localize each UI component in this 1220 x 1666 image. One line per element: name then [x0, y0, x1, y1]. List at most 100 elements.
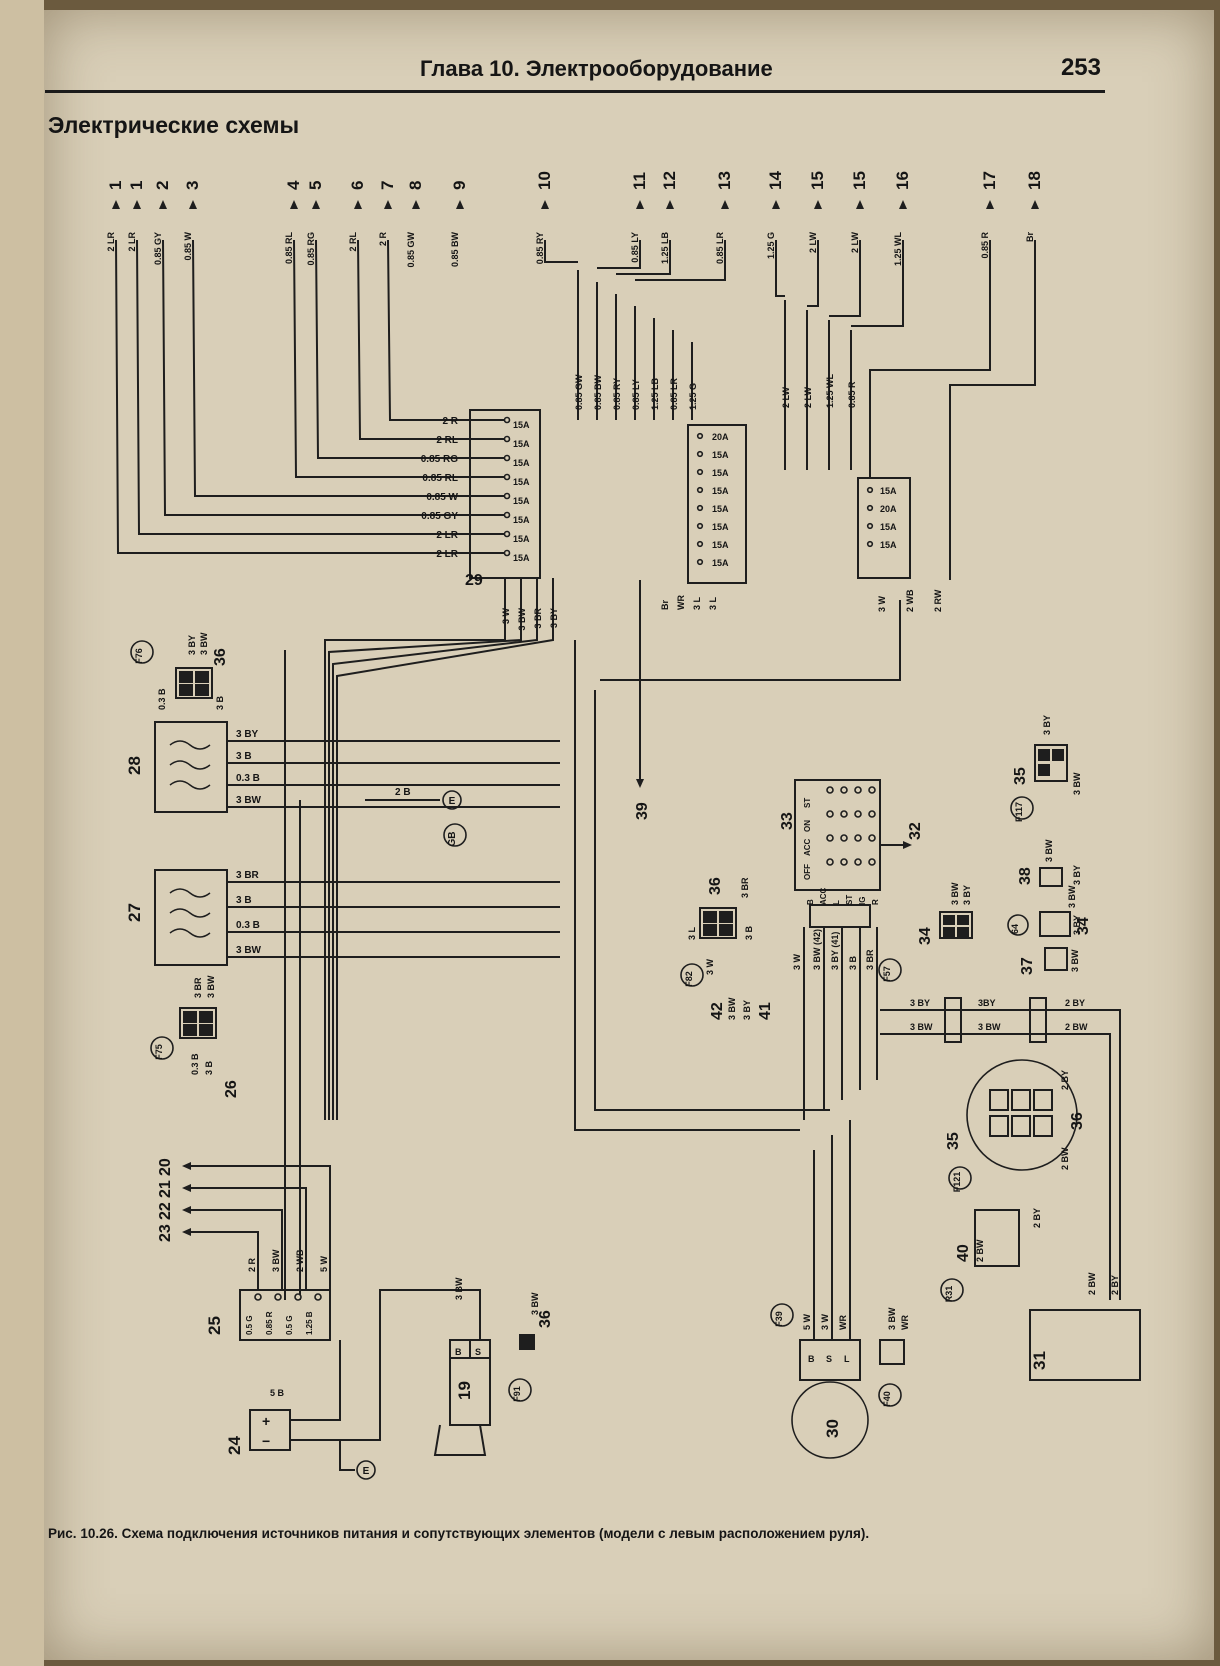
tag-f76 — [130, 640, 154, 664]
terminal-number: 18 — [1025, 171, 1044, 190]
right-fuse-box — [857, 477, 911, 579]
ignition-switch — [794, 779, 881, 891]
component-37-id: 37 — [1019, 957, 1036, 975]
ignition-contact — [826, 858, 834, 866]
terminal-wire-label: 0.85 W — [183, 231, 193, 260]
terminal-number: 14 — [766, 171, 785, 190]
connector-f75 — [179, 1007, 217, 1039]
connector-pin — [943, 915, 955, 925]
terminal-arrow — [666, 200, 674, 209]
junction-wire: 3BY — [978, 998, 996, 1008]
terminal-number: 6 — [348, 181, 367, 190]
ignition-contact — [868, 786, 876, 794]
connector-f91-wire: 3 BW — [530, 1292, 540, 1315]
left-output-number: 23 — [157, 1224, 174, 1242]
center-fuse-box — [687, 424, 747, 584]
connector-pin — [703, 911, 717, 923]
tag-f82-label: F82 — [684, 971, 694, 987]
connector-f40-wire: WR — [900, 1315, 910, 1330]
right-fuse-rating: 15A — [880, 522, 897, 532]
starter-wire — [340, 1289, 481, 1441]
relay-27-wire-label: 3 B — [236, 895, 252, 906]
alternator-30 — [791, 1381, 869, 1459]
ignition-contact — [854, 810, 862, 818]
fuse-wire-label: 2 LR — [436, 530, 458, 541]
center-fuse-wire-label: 0.85 LY — [631, 379, 641, 410]
connector-r31 — [974, 1209, 1020, 1267]
ignition-terminal: IG — [858, 897, 867, 905]
connector-f121-id: 35 — [945, 1132, 962, 1150]
right-fuse-route — [775, 240, 785, 297]
alternator-wire: WR — [838, 1315, 848, 1330]
ignition-contact — [868, 858, 876, 866]
terminal-wire-label: 1.25 WL — [893, 232, 903, 267]
ignition-terminal: ST — [845, 895, 854, 905]
ignition-position: OFF — [803, 864, 812, 880]
connector-f82-wire: 3 B — [744, 925, 754, 940]
fusible-link-terminal — [294, 1293, 302, 1301]
tag-f57 — [878, 958, 902, 982]
battery-minus: − — [262, 1433, 270, 1449]
fusible-link-wire: 5 W — [319, 1255, 329, 1272]
ignition-connector — [809, 904, 871, 928]
junction-wire: 3 BW — [978, 1022, 1001, 1032]
connector-cavity — [1011, 1115, 1031, 1137]
right-fuse-wire-label: 2 LW — [803, 386, 813, 408]
relay-27-wire-label: 0.3 B — [236, 920, 260, 931]
terminal-number: 10 — [535, 171, 554, 190]
junction-wire-top — [880, 1009, 1121, 1300]
connector-pin — [1038, 749, 1050, 761]
tag-f57-label: F57 — [882, 966, 892, 982]
fusible-link-wire: 2 WB — [295, 1249, 305, 1272]
tag-f39-label: F39 — [774, 1311, 784, 1327]
center-fuse-rating: 15A — [712, 450, 729, 460]
connector-pin — [179, 671, 193, 683]
terminal-arrow — [384, 200, 392, 209]
ignition-terminal: R — [871, 899, 880, 905]
ignition-terminal: ACC — [819, 887, 828, 905]
fuse-terminal — [503, 549, 511, 557]
connector-f75-wire: 3 B — [204, 1060, 214, 1075]
fusible-link-label: 0.5 G — [245, 1315, 254, 1335]
ignition-contact — [854, 858, 862, 866]
relay-id-28: 28 — [125, 756, 144, 775]
alternator-terminal: B — [808, 1354, 815, 1364]
fuse-rating: 15A — [513, 515, 530, 525]
connector-cavity — [1011, 1089, 1031, 1111]
center-fuse-rating: 15A — [712, 486, 729, 496]
relay-27-wire-label: 3 BR — [236, 870, 260, 881]
fuse-terminal — [866, 522, 874, 530]
battery-24 — [249, 1409, 291, 1451]
terminal-number: 1 — [106, 181, 125, 190]
battery-ground — [290, 1439, 355, 1471]
terminal-wire-label: 0.85 LR — [715, 232, 725, 265]
tag-f76-label: F76 — [134, 648, 144, 664]
fuse-wire-label: 0.85 RG — [421, 454, 458, 465]
center-fuse-rating: 20A — [712, 432, 729, 442]
center-fuse-wire-label: 1.25 LB — [650, 377, 660, 410]
starter-terminal — [469, 1339, 491, 1359]
terminal-arrow — [189, 200, 197, 209]
ignition-wire-label: 3 BR — [865, 949, 875, 970]
center-fuse-rating: 15A — [712, 504, 729, 514]
label-41: 41 — [757, 1002, 774, 1020]
center-fuse-route — [544, 240, 578, 263]
terminal-arrow — [814, 200, 822, 209]
connector-f75-id: 26 — [223, 1080, 240, 1098]
connector-f40-wire: 3 BW — [887, 1307, 897, 1330]
tag-f117-label: F117 — [1014, 802, 1024, 822]
tag-64-label: 64 — [1010, 924, 1020, 934]
ignition-position: ACC — [803, 838, 812, 856]
right-fuse-wire-label: 1.25 WL — [825, 373, 835, 408]
terminal-wire-label: 0.85 GW — [406, 231, 416, 267]
connector-pin — [195, 671, 209, 683]
ignition-position: ON — [803, 820, 812, 832]
fuse-terminal — [696, 504, 704, 512]
terminal-wire-label: 0.85 RY — [535, 232, 545, 264]
connector-pin — [957, 915, 969, 925]
center-fuse-wire-label: 0.85 GW — [574, 374, 584, 410]
fuse-rating: 15A — [513, 458, 530, 468]
component-64 — [1039, 911, 1071, 937]
left-output-number: 22 — [157, 1202, 174, 1220]
output-number-39: 39 — [634, 802, 651, 820]
